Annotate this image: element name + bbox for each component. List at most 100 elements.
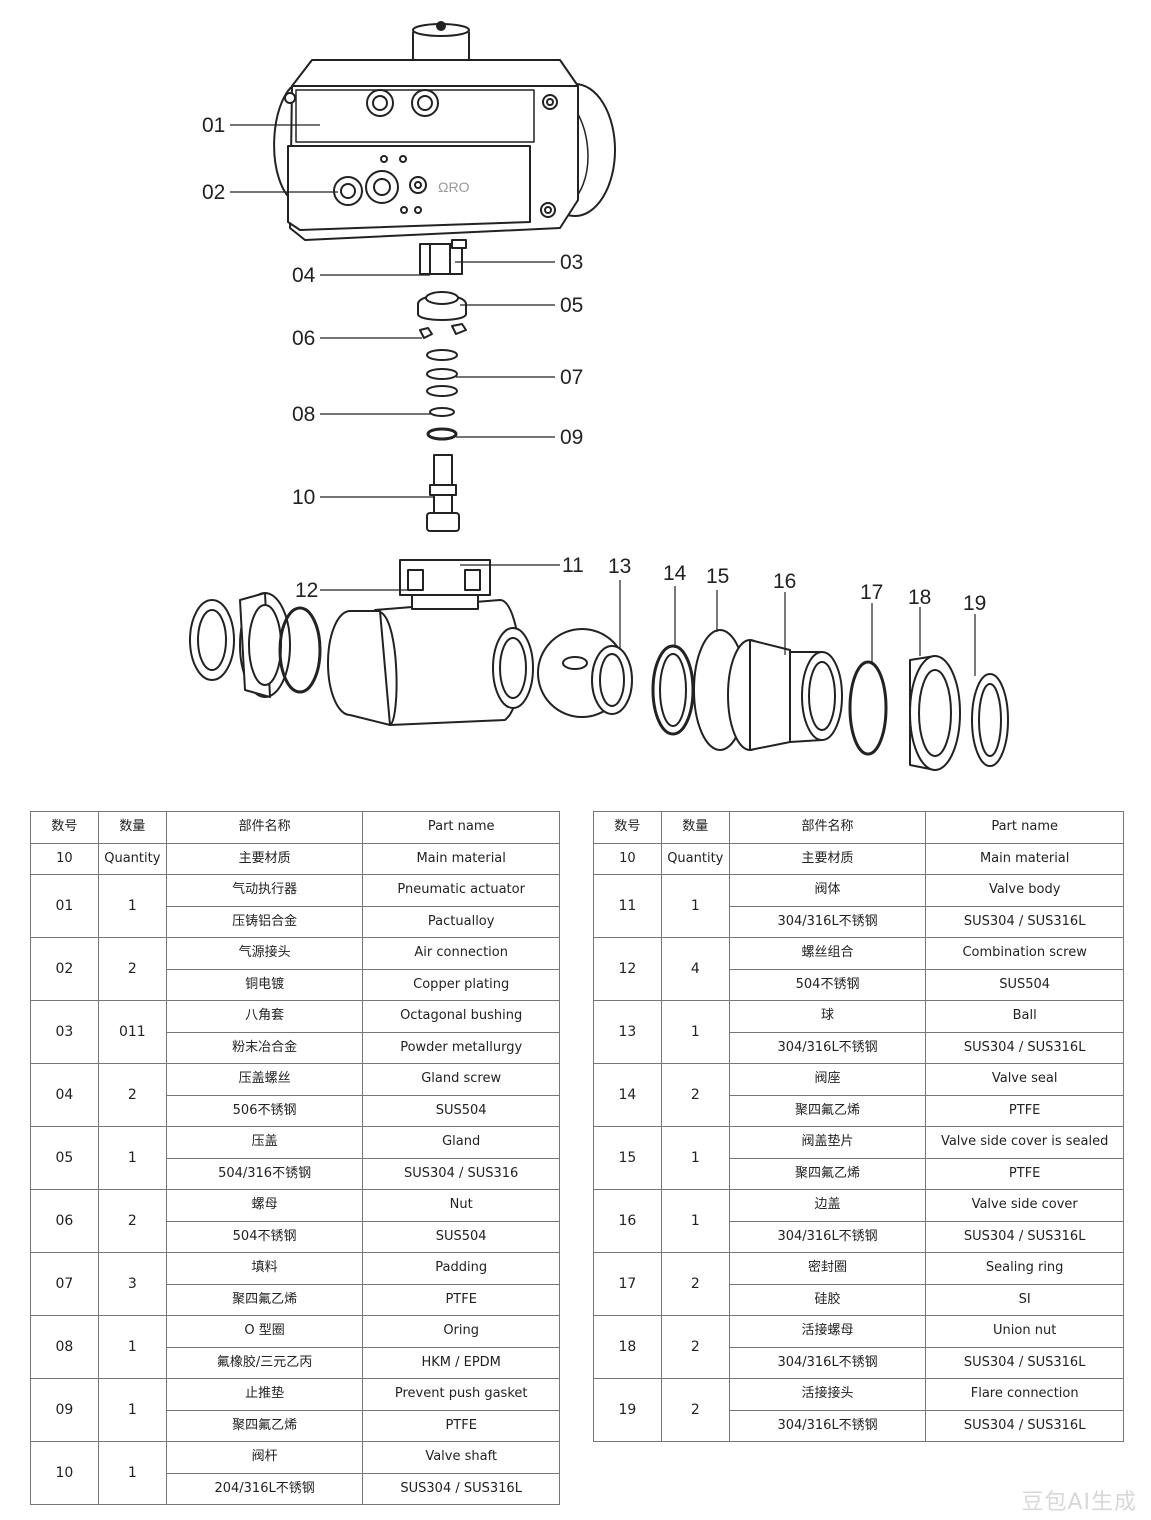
material-cn-cell: 压铸铝合金	[165, 905, 364, 938]
callout-01: 01	[202, 114, 225, 137]
material-en-cell: HKM / EPDM	[362, 1346, 560, 1379]
quantity-cell: 2	[97, 1063, 167, 1127]
part-name-cn-cell: 阀盖垫片	[728, 1126, 927, 1159]
part-number-cell: 19	[593, 1378, 662, 1442]
part-name-cn-cell: 阀杆	[165, 1441, 364, 1474]
material-en-cell: SUS304 / SUS316L	[925, 905, 1124, 938]
part-name-en-cell: Sealing ring	[925, 1252, 1124, 1285]
quantity-cell: 1	[660, 1189, 730, 1253]
part-name-cn-cell: 气源接头	[165, 937, 364, 970]
part-name-en-cell: Valve seal	[925, 1063, 1124, 1096]
material-en-cell: PTFE	[925, 1094, 1124, 1127]
part-name-cn-cell: O 型圈	[165, 1315, 364, 1348]
callout-03: 03	[560, 251, 583, 274]
pneumatic-actuator	[273, 21, 616, 241]
part-number-cell: 08	[30, 1315, 99, 1379]
material-en-cell: SUS504	[362, 1220, 560, 1253]
header-cell: 主要材质	[165, 842, 364, 875]
material-en-cell: SI	[925, 1283, 1124, 1316]
part-number-cell: 09	[30, 1378, 99, 1442]
part-name-en-cell: Prevent push gasket	[362, 1378, 560, 1411]
part-name-en-cell: Gland	[362, 1126, 560, 1159]
part-name-cn-cell: 球	[728, 1000, 927, 1033]
material-cn-cell: 506不锈钢	[165, 1094, 364, 1127]
header-cell: Quantity	[660, 842, 730, 875]
part-name-en-cell: Flare connection	[925, 1378, 1124, 1411]
part-name-cn-cell: 气动执行器	[165, 874, 364, 907]
part-name-en-cell: Valve side cover	[925, 1189, 1124, 1222]
leader-lines	[230, 124, 976, 676]
quantity-cell: 1	[97, 1126, 167, 1190]
callout-09: 09	[560, 426, 583, 449]
part-number-cell: 18	[593, 1315, 662, 1379]
header-cell: Part name	[925, 811, 1124, 844]
quantity-cell: 4	[660, 937, 730, 1001]
callout-05: 05	[560, 294, 583, 317]
header-cell: Main material	[362, 842, 560, 875]
valve-body	[327, 559, 534, 726]
part-name-cn-cell: 边盖	[728, 1189, 927, 1222]
octagonal-bushing	[419, 239, 467, 275]
material-en-cell: Pactualloy	[362, 905, 560, 938]
packing-rings	[426, 349, 458, 441]
quantity-cell: 1	[660, 1126, 730, 1190]
part-name-cn-cell: 活接接头	[728, 1378, 927, 1411]
material-en-cell: SUS504	[362, 1094, 560, 1127]
callout-10: 10	[292, 486, 315, 509]
material-en-cell: SUS304 / SUS316L	[925, 1409, 1124, 1442]
part-name-en-cell: Nut	[362, 1189, 560, 1222]
material-cn-cell: 504不锈钢	[165, 1220, 364, 1253]
quantity-cell: 1	[97, 1441, 167, 1505]
part-name-en-cell: Pneumatic actuator	[362, 874, 560, 907]
callout-numbers: 01 02 03 04 05 06 07 08 09 10 11 12 13 1…	[202, 114, 986, 615]
part-name-en-cell: Valve shaft	[362, 1441, 560, 1474]
callout-11: 11	[562, 554, 584, 577]
quantity-cell: 2	[660, 1252, 730, 1316]
quantity-cell: 2	[97, 1189, 167, 1253]
material-cn-cell: 聚四氟乙烯	[728, 1157, 927, 1190]
header-cell: 部件名称	[165, 811, 364, 844]
material-cn-cell: 304/316L不锈钢	[728, 1409, 927, 1442]
flare-connection	[971, 673, 1009, 767]
quantity-cell: 1	[660, 874, 730, 938]
valve-side-cover	[727, 639, 843, 751]
material-en-cell: PTFE	[362, 1283, 560, 1316]
callout-15: 15	[706, 565, 729, 588]
header-cell: 数量	[97, 811, 167, 844]
part-name-en-cell: Valve body	[925, 874, 1124, 907]
part-number-cell: 11	[593, 874, 662, 938]
left-union-fittings	[189, 592, 322, 698]
material-en-cell: SUS304 / SUS316L	[925, 1220, 1124, 1253]
part-name-en-cell: Padding	[362, 1252, 560, 1285]
sealing-ring	[848, 660, 888, 756]
callout-18: 18	[908, 586, 931, 609]
material-cn-cell: 聚四氟乙烯	[165, 1409, 364, 1442]
actuator-logo: ΩRO	[438, 179, 470, 195]
header-cell: 数量	[660, 811, 730, 844]
quantity-cell: 1	[660, 1000, 730, 1064]
material-cn-cell: 304/316L不锈钢	[728, 1346, 927, 1379]
callout-04: 04	[292, 264, 316, 287]
part-name-cn-cell: 压盖螺丝	[165, 1063, 364, 1096]
quantity-cell: 1	[97, 874, 167, 938]
material-en-cell: SUS304 / SUS316L	[925, 1346, 1124, 1379]
callout-08: 08	[292, 403, 315, 426]
part-number-cell: 02	[30, 937, 99, 1001]
header-cell: Part name	[362, 811, 560, 844]
part-number-cell: 12	[593, 937, 662, 1001]
material-en-cell: SUS304 / SUS316L	[925, 1031, 1124, 1064]
